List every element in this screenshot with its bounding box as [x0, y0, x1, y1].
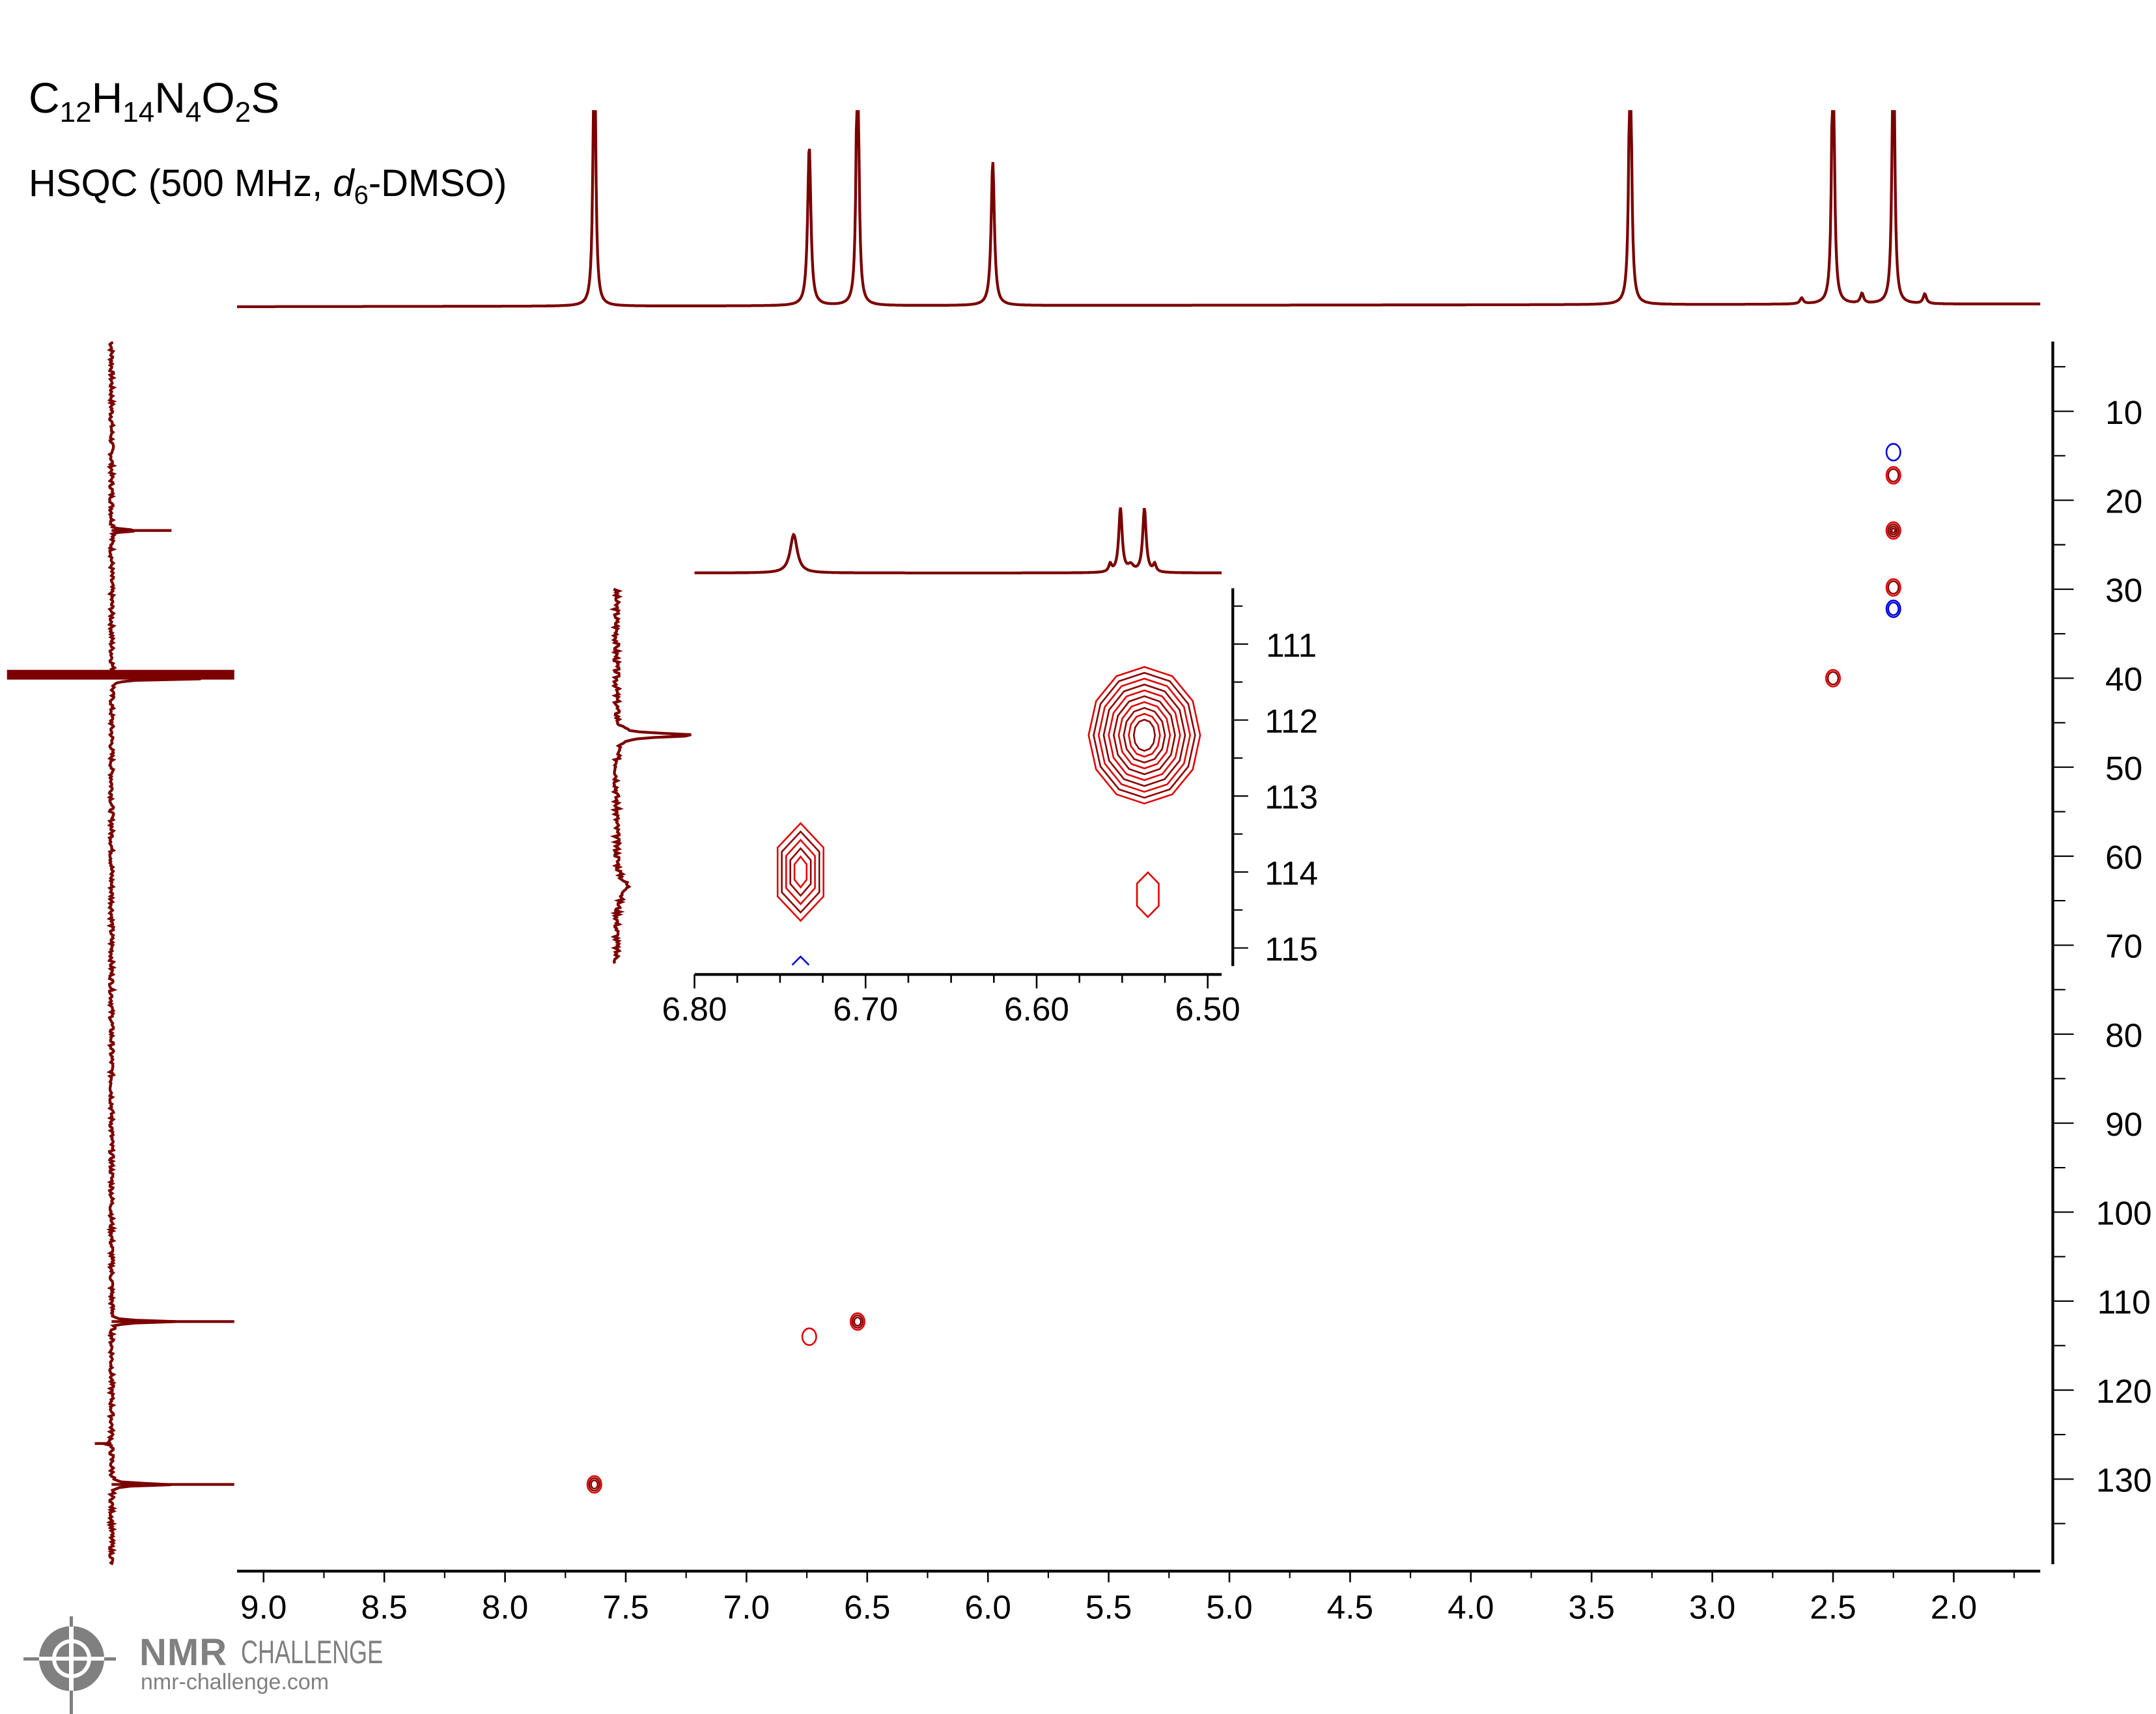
svg-text:3.0: 3.0: [1689, 1588, 1735, 1625]
svg-text:7.0: 7.0: [723, 1588, 770, 1625]
svg-text:10: 10: [2105, 393, 2142, 431]
svg-text:4.5: 4.5: [1327, 1588, 1373, 1625]
crosshair-target-icon: [23, 1616, 116, 1714]
svg-text:30: 30: [2105, 571, 2142, 609]
svg-text:130: 130: [2096, 1461, 2152, 1499]
svg-text:6.70: 6.70: [833, 990, 898, 1028]
svg-text:110: 110: [2097, 1283, 2151, 1321]
proton-projection: [237, 110, 2041, 309]
formula-el: C12H14N4O2S: [29, 74, 280, 128]
svg-text:115: 115: [1265, 930, 1318, 968]
inset-expansion: 6.80 6.70 6.60 6.50 111 112 113 114 115: [593, 473, 1318, 1032]
svg-text:6.80: 6.80: [662, 990, 727, 1028]
svg-text:100: 100: [2096, 1194, 2152, 1232]
svg-text:6.5: 6.5: [844, 1588, 890, 1625]
svg-text:70: 70: [2105, 927, 2142, 965]
y-axis-13c: 10 20 30 40 50 60 70 80 90 100 110 120 130: [2051, 341, 2152, 1564]
svg-text:6.60: 6.60: [1004, 990, 1069, 1028]
svg-text:8.5: 8.5: [361, 1588, 407, 1625]
svg-text:5.5: 5.5: [1085, 1588, 1132, 1625]
experiment-prefix: HSQC (500 MHz,: [29, 162, 333, 204]
svg-text:7.5: 7.5: [602, 1588, 649, 1625]
svg-text:20: 20: [2105, 482, 2142, 520]
svg-text:6.50: 6.50: [1175, 990, 1240, 1028]
svg-text:114: 114: [1265, 854, 1318, 892]
svg-text:2.5: 2.5: [1810, 1588, 1856, 1625]
svg-text:90: 90: [2105, 1105, 2142, 1143]
solvent-suffix: -DMSO): [368, 162, 507, 204]
experiment-title: HSQC (500 MHz, d6-DMSO): [29, 162, 507, 208]
svg-text:5.0: 5.0: [1206, 1588, 1252, 1625]
main-cross-peaks: [586, 443, 1901, 1494]
logo-brand-bold: NMR: [139, 1631, 228, 1674]
molecular-formula: C12H14N4O2S: [29, 73, 280, 128]
svg-text:40: 40: [2105, 660, 2142, 698]
svg-text:2.0: 2.0: [1931, 1588, 1977, 1625]
logo-brand-light: CHALLENGE: [241, 1634, 384, 1670]
svg-text:111: 111: [1266, 626, 1317, 664]
svg-text:3.5: 3.5: [1568, 1588, 1614, 1625]
svg-text:113: 113: [1265, 778, 1318, 816]
svg-text:112: 112: [1265, 702, 1318, 740]
svg-text:4.0: 4.0: [1448, 1588, 1494, 1625]
svg-text:80: 80: [2105, 1016, 2142, 1054]
nmr-challenge-logo: NMR CHALLENGE nmr-challenge.com: [12, 1616, 383, 1714]
svg-text:50: 50: [2105, 749, 2142, 787]
svg-text:6.0: 6.0: [964, 1588, 1011, 1625]
svg-text:8.0: 8.0: [482, 1588, 528, 1625]
logo-url: nmr-challenge.com: [141, 1670, 329, 1694]
solvent-sub: 6: [354, 181, 369, 210]
solvent-italic: d: [333, 162, 354, 204]
svg-text:9.0: 9.0: [240, 1588, 287, 1625]
svg-text:60: 60: [2105, 838, 2142, 876]
x-axis-1h: 9.0 8.5 8.0 7.5 7.0 6.5 6.0 5.5 5.0 4.5 4.0 3.5 3.0 2…: [237, 1569, 2041, 1625]
carbon-projection: [7, 341, 234, 1566]
svg-text:120: 120: [2096, 1372, 2152, 1410]
